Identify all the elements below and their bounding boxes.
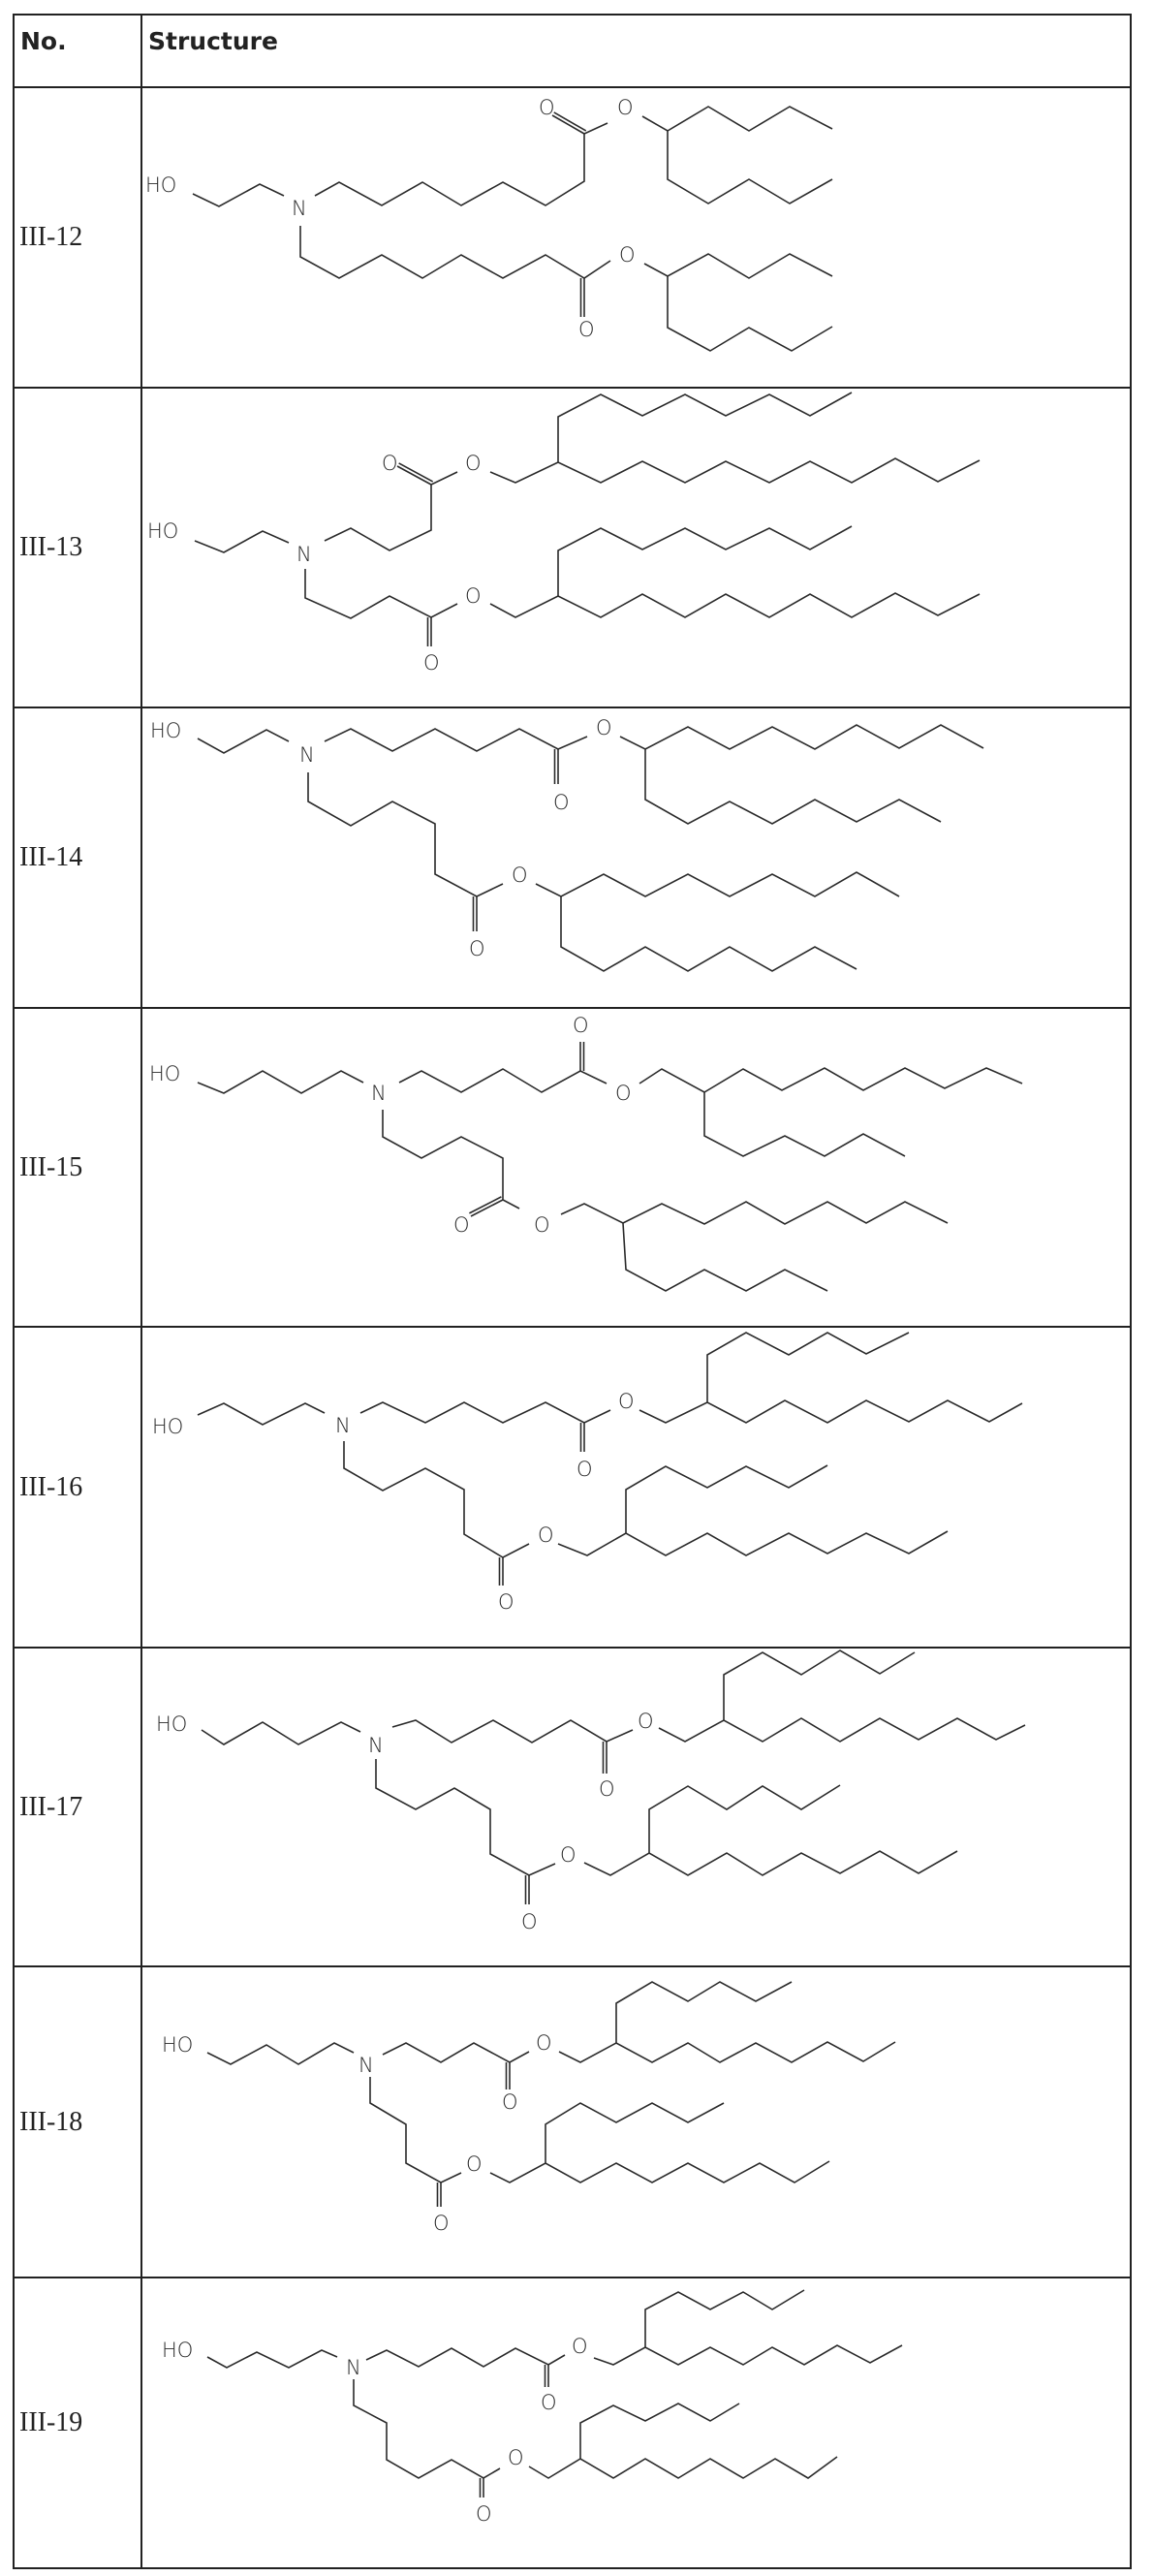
header-no-label: No. — [20, 27, 67, 55]
table-row-label: III-18 — [13, 1965, 142, 2278]
structure-cell — [140, 2277, 1132, 2569]
structure-cell — [140, 1007, 1132, 1328]
compound-number: III-12 — [19, 222, 83, 252]
structure-cell — [140, 1647, 1132, 1967]
structure-cell — [140, 1965, 1132, 2278]
header-no: No. — [13, 14, 142, 88]
compound-number: III-14 — [19, 842, 83, 872]
compound-number: III-13 — [19, 532, 83, 562]
table-row-label: III-19 — [13, 2277, 142, 2569]
compound-number: III-19 — [19, 2407, 83, 2437]
compound-number: III-18 — [19, 2106, 83, 2137]
structure-cell — [140, 387, 1132, 708]
table-row-label: III-12 — [13, 86, 142, 389]
structure-cell — [140, 86, 1132, 389]
table-row-label: III-15 — [13, 1007, 142, 1328]
structure-cell — [140, 1326, 1132, 1649]
structure-cell — [140, 707, 1132, 1009]
table-row-label: III-17 — [13, 1647, 142, 1967]
table-row-label: III-16 — [13, 1326, 142, 1649]
compound-number: III-17 — [19, 1791, 83, 1822]
compound-number: III-15 — [19, 1151, 83, 1182]
header-structure: Structure — [140, 14, 1132, 88]
table-row-label: III-14 — [13, 707, 142, 1009]
compound-number: III-16 — [19, 1471, 83, 1502]
header-structure-label: Structure — [148, 27, 278, 55]
table-row-label: III-13 — [13, 387, 142, 708]
